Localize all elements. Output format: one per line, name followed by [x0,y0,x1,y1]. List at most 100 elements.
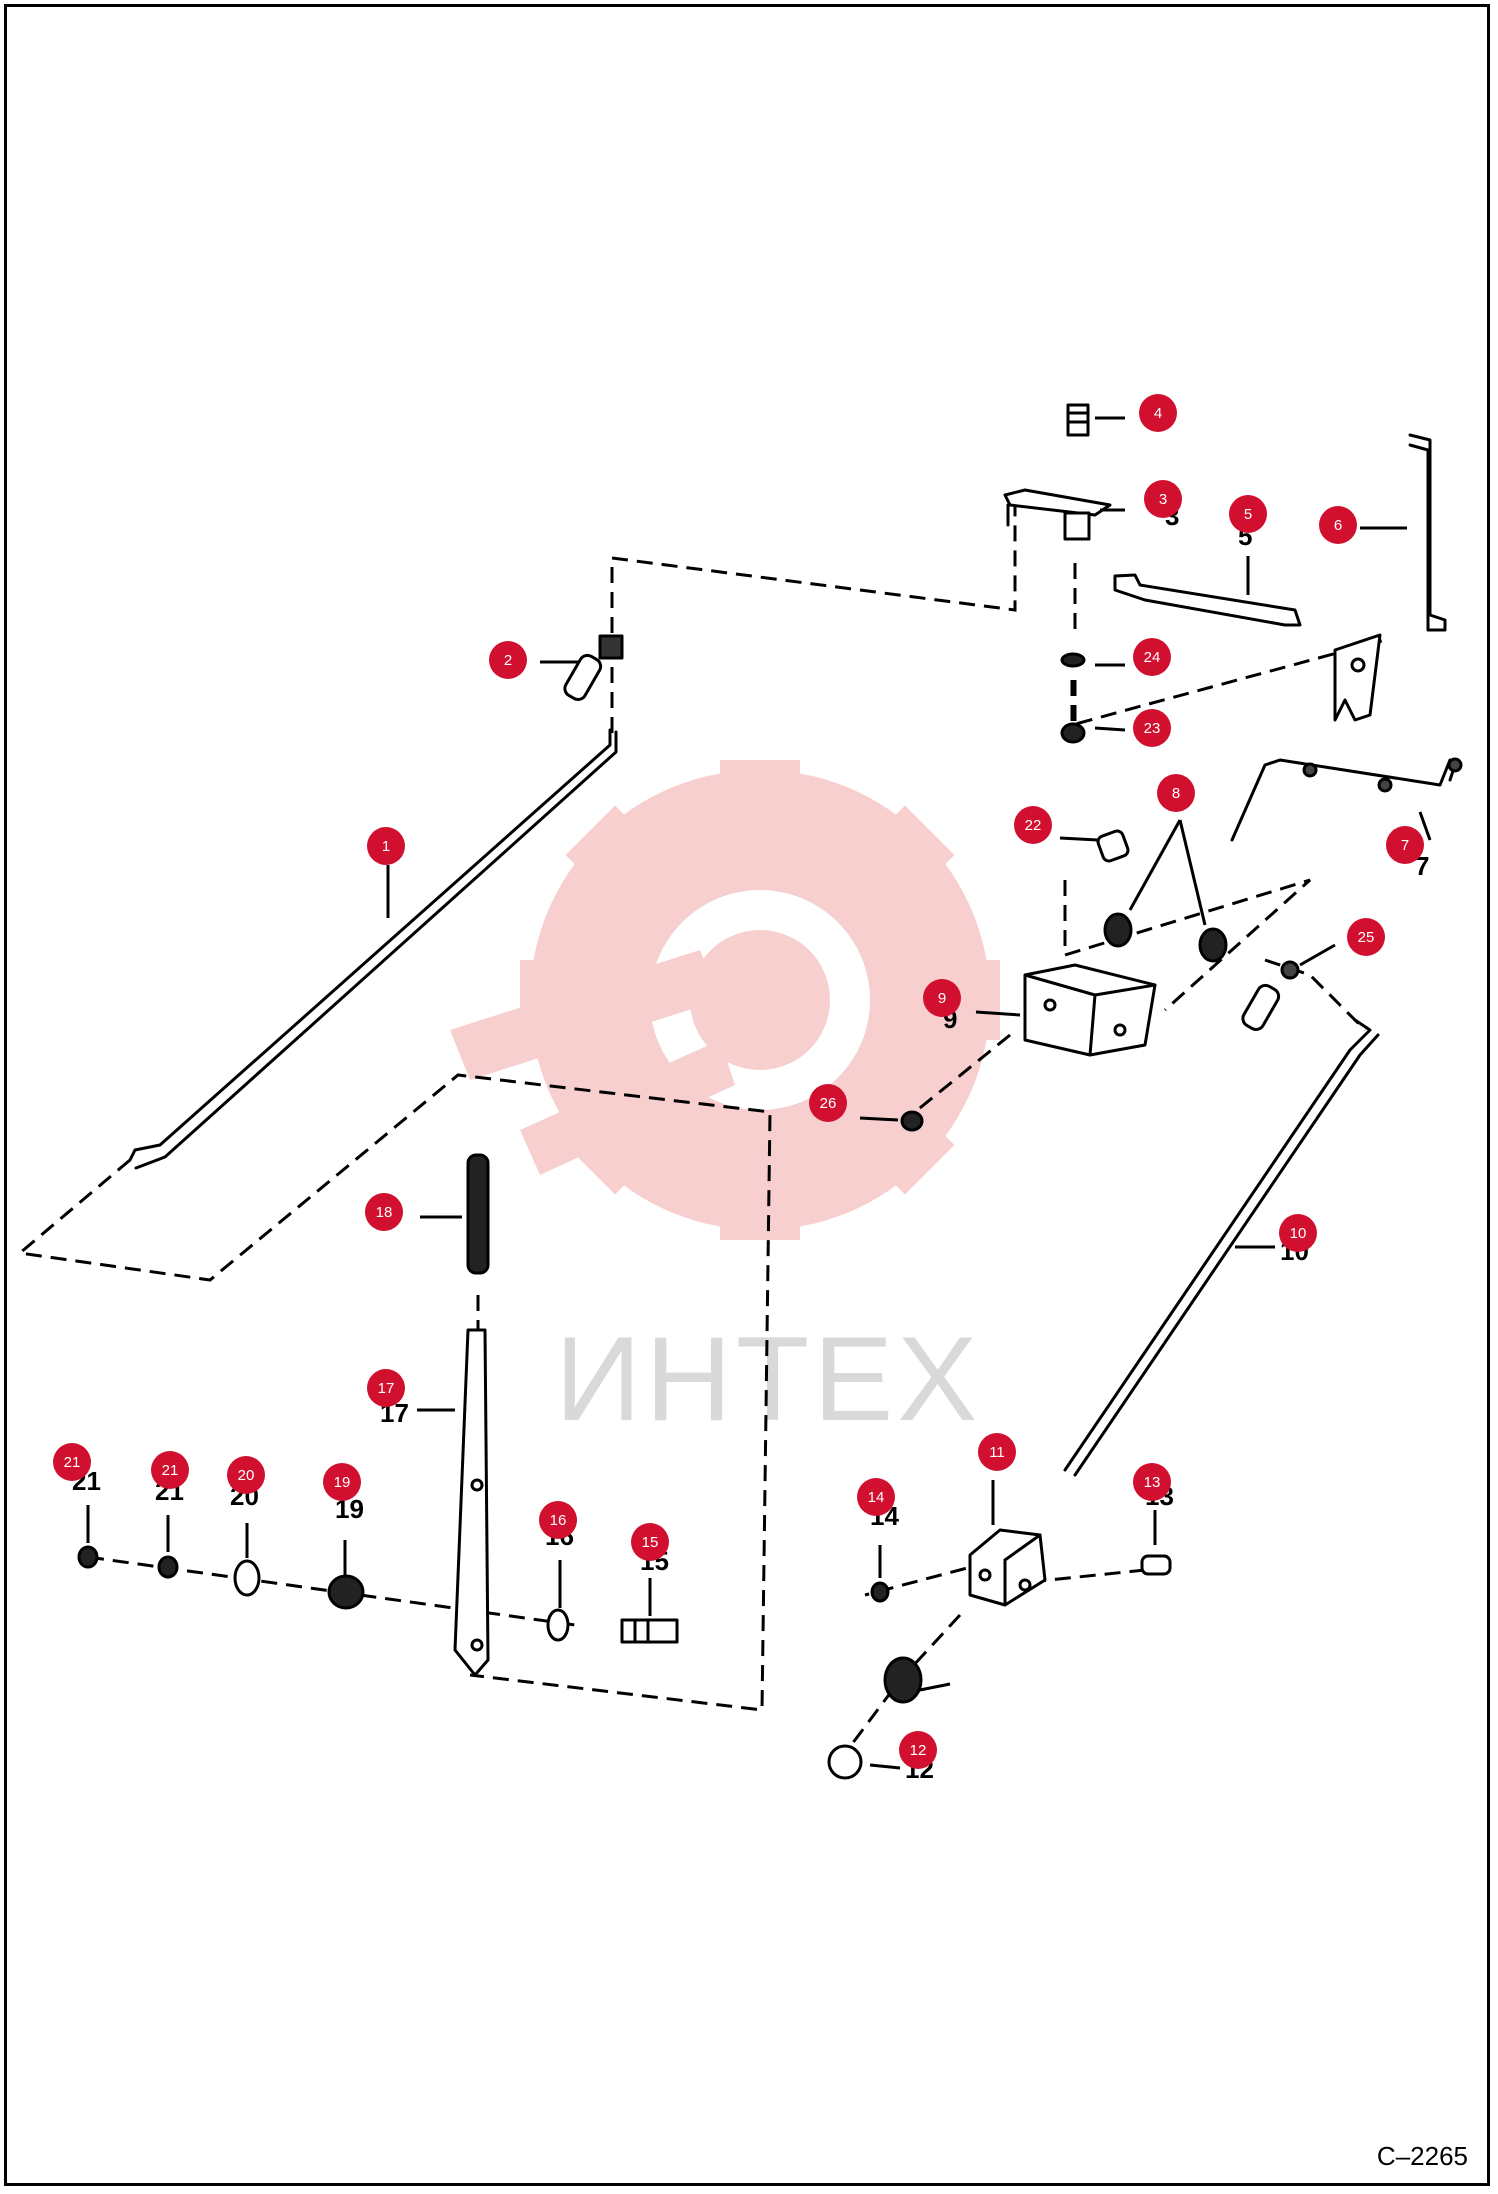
part-rod-10 [1063,1018,1380,1477]
part-ring-12 [827,1744,863,1780]
callout-badge-label: 6 [1334,517,1342,534]
callout-badge-circle [365,1193,403,1231]
part-rod-7 [1230,757,1463,842]
callout-badge-circle [1139,394,1177,432]
callout-badge-label: 25 [1358,929,1375,946]
part-bar-5 [1113,573,1382,722]
part-bolt-15 [620,1618,679,1644]
callout-badge-label: 10 [1290,1225,1307,1242]
part-bracket-6 [1408,433,1447,632]
part-clip-2 [563,634,624,701]
part-plate-3 [1003,488,1112,541]
callout-badge-circle [1386,826,1424,864]
callout-badge-label: 26 [820,1095,837,1112]
callout-badge-15: 15 [631,1523,669,1561]
callout-badge-circle [151,1451,189,1489]
callout-badge-23: 23 [1133,709,1171,747]
callout-badge-label: 7 [1401,837,1409,854]
part-nut-14 [870,1581,890,1603]
callout-badge-label: 11 [989,1444,1005,1461]
part-washer-20 [233,1559,261,1597]
callout-badge-circle [367,827,405,865]
callout-badge-circle [1133,638,1171,676]
callout-badge-label: 3 [1159,491,1167,508]
callout-badge-label: 21 [162,1462,179,1479]
callout-badge-4: 4 [1139,394,1177,432]
callout-badge-label: 22 [1025,817,1042,834]
callout-badge-24: 24 [1133,638,1171,676]
drawing-code: C–2265 [1376,2141,1468,2171]
callout-badge-circle [323,1463,361,1501]
callout-badge-circle [1229,495,1267,533]
callout-badge-3: 3 [1144,480,1182,518]
callout-badge-17: 17 [367,1369,405,1407]
callout-badge-21b: 21 [151,1451,189,1489]
callout-badge-circle [899,1731,937,1769]
part-washer-16 [546,1608,570,1642]
callout-badge-circle [1279,1214,1317,1252]
callout-badge-label: 13 [1144,1474,1161,1491]
callout-badge-circle [489,641,527,679]
callout-badge-label: 16 [550,1512,567,1529]
callout-badge-label: 24 [1144,649,1161,666]
callout-badge-26: 26 [809,1084,847,1122]
callout-badge-label: 9 [938,990,946,1007]
callout-badge-19: 19 [323,1463,361,1501]
callout-badge-circle [539,1501,577,1539]
callout-badge-circle [1319,506,1357,544]
callout-badge-circle [1157,774,1195,812]
callout-badge-21a: 21 [53,1443,91,1481]
part-washer-24 [1060,652,1086,668]
callout-badge-circle [1347,918,1385,956]
callout-badge-label: 4 [1154,405,1162,422]
callout-badge-circle [809,1084,847,1122]
part-block-11 [968,1528,1047,1607]
leader-lines [86,416,1432,1770]
callout-badge-label: 15 [642,1534,659,1551]
callout-badge-6: 6 [1319,506,1357,544]
callout-badge-12: 12 [899,1731,937,1769]
callout-badge-9: 9 [923,979,961,1017]
watermark: ИНТЕХ [450,760,1000,1446]
callout-badge-label: 8 [1172,785,1180,802]
part-lever-17 [453,1328,490,1677]
callout-badge-label: 18 [376,1204,393,1221]
callout-badge-label: 2 [504,652,512,669]
callout-badge-label: 14 [868,1489,885,1506]
callout-badge-label: 21 [64,1454,81,1471]
part-nut-21a [77,1545,99,1569]
part-rod-1 [128,728,618,1170]
callout-badge-circle [367,1369,405,1407]
callout-badge-label: 5 [1244,506,1252,523]
part-knob-8 [883,912,1228,1704]
callout-badge-5: 5 [1229,495,1267,533]
callout-badge-circle [1133,709,1171,747]
callout-badge-label: 23 [1144,720,1161,737]
callout-badge-circle [978,1433,1016,1471]
callout-badge-label: 19 [334,1474,351,1491]
callout-badge-label: 12 [910,1742,927,1759]
callout-badge-16: 16 [539,1501,577,1539]
part-clip-25 [1241,960,1300,1031]
callout-badge-label: 17 [378,1380,395,1397]
callout-badge-7: 7 [1386,826,1424,864]
callout-badge-circle [1144,480,1182,518]
callout-badge-circle [1014,806,1052,844]
callout-badge-20: 20 [227,1456,265,1494]
callout-badge-label: 20 [238,1467,255,1484]
callout-badge-11: 11 [978,1433,1016,1471]
callout-badge-circle [1133,1463,1171,1501]
part-bolt-4 [1066,403,1090,437]
part-screw-13 [1140,1554,1172,1576]
part-bolt-22 [1096,829,1130,863]
callout-badge-label: 1 [382,838,390,855]
callout-badge-25: 25 [1347,918,1385,956]
callout-badge-circle [227,1456,265,1494]
callout-badge-22: 22 [1014,806,1052,844]
part-nut-21b [157,1555,179,1579]
callout-badge-8a: 8 [1157,774,1195,812]
callout-badge-13: 13 [1133,1463,1171,1501]
watermark-text: ИНТЕХ [555,1312,981,1446]
